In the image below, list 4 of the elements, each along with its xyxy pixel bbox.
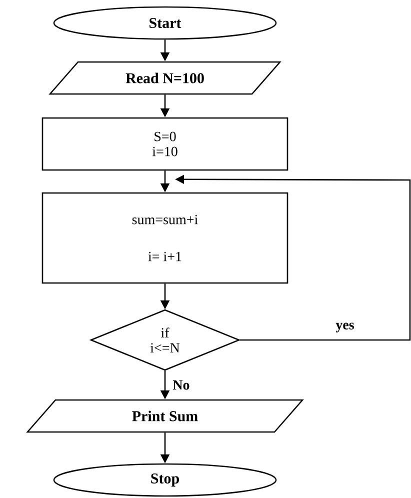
process-box: S=0 i=10 — [42, 117, 288, 171]
edge-label: yes — [334, 322, 356, 334]
edge-label: No — [172, 379, 191, 391]
process-box: sum=sum+i i= i+1 — [42, 192, 288, 284]
